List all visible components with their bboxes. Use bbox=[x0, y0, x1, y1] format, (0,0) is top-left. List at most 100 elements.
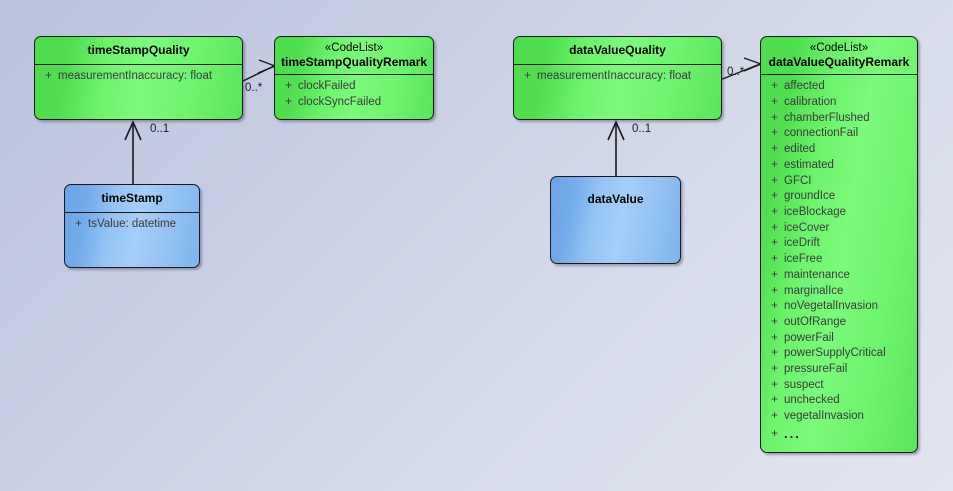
visibility-marker: + bbox=[771, 378, 778, 391]
class-dataValueQualityRemark[interactable]: «CodeList» dataValueQualityRemark +affec… bbox=[760, 36, 918, 453]
class-name-label: timeStampQuality bbox=[87, 43, 190, 57]
arrowhead-datavaluequality-remark bbox=[743, 57, 763, 72]
attribute-label: iceDrift bbox=[784, 237, 820, 250]
attribute-label: iceCover bbox=[784, 221, 830, 234]
attribute-row: + vegetalInvasion bbox=[761, 409, 917, 425]
attributes-compartment-dataValueQualityRemark: +affected+calibration+chamberFlushed+con… bbox=[761, 75, 917, 447]
class-timeStamp[interactable]: timeStamp + tsValue: datetime bbox=[64, 184, 200, 268]
visibility-marker: + bbox=[771, 347, 778, 360]
visibility-marker: + bbox=[771, 300, 778, 313]
class-dataValue[interactable]: dataValue bbox=[550, 176, 681, 264]
visibility-marker: + bbox=[771, 410, 778, 423]
arrowhead-timestampquality-remark bbox=[257, 59, 277, 74]
line-timestampquality-remark bbox=[240, 65, 275, 83]
attribute-label: unchecked bbox=[784, 394, 840, 407]
attribute-row: +edited bbox=[761, 142, 917, 158]
attribute-row: + marginalIce bbox=[761, 284, 917, 300]
visibility-marker: + bbox=[771, 315, 778, 328]
stereotype-label: «CodeList» bbox=[324, 42, 384, 54]
visibility-marker: + bbox=[285, 96, 292, 109]
arrowhead-timestamp-quality bbox=[124, 120, 142, 141]
attribute-row: + groundIce bbox=[761, 189, 917, 205]
class-name-label: dataValue bbox=[587, 192, 644, 206]
attribute-label: measurementInaccuracy: float bbox=[537, 70, 692, 82]
attribute-row: + measurementInaccuracy: float bbox=[35, 69, 242, 85]
class-title-dataValueQuality: dataValueQuality bbox=[514, 37, 721, 64]
attribute-label: measurementInaccuracy: float bbox=[58, 70, 213, 82]
attribute-row: + iceCover bbox=[761, 221, 917, 237]
visibility-marker: + bbox=[771, 96, 778, 109]
visibility-marker: + bbox=[771, 427, 778, 440]
attribute-label: GFCI bbox=[784, 174, 812, 187]
visibility-marker: + bbox=[75, 218, 82, 230]
class-timeStampQuality[interactable]: timeStampQuality + measurementInaccuracy… bbox=[34, 36, 243, 120]
visibility-marker: + bbox=[771, 127, 778, 140]
attribute-row: + tsValue: datetime bbox=[65, 217, 199, 233]
attribute-label: calibration bbox=[784, 96, 837, 109]
attribute-row: +iceFree bbox=[761, 252, 917, 268]
attribute-label: powerSupplyCritical bbox=[784, 347, 886, 360]
attribute-label: vegetalInvasion bbox=[784, 410, 864, 423]
class-timeStampQualityRemark[interactable]: «CodeList» timeStampQualityRemark + cloc… bbox=[274, 36, 434, 120]
class-title-timeStamp: timeStamp bbox=[65, 185, 199, 212]
attribute-row: +connectionFail bbox=[761, 126, 917, 142]
visibility-marker: + bbox=[771, 268, 778, 281]
attribute-row: +... bbox=[761, 425, 917, 443]
stereotype-label: «CodeList» bbox=[809, 42, 869, 54]
attribute-label: tsValue: datetime bbox=[88, 218, 177, 230]
attribute-row: + suspect bbox=[761, 378, 917, 394]
attribute-row: + pressureFail bbox=[761, 362, 917, 378]
attribute-label: clockFailed bbox=[298, 80, 356, 93]
visibility-marker: + bbox=[771, 158, 778, 171]
attribute-label: iceFree bbox=[784, 253, 823, 266]
attributes-compartment-timeStampQuality: + measurementInaccuracy: float bbox=[35, 65, 242, 90]
attribute-row: + maintenance bbox=[761, 268, 917, 284]
class-title-timeStampQuality: timeStampQuality bbox=[35, 37, 242, 64]
multiplicity-timestampquality-remark: 0..* bbox=[245, 82, 263, 94]
class-name-label: dataValueQualityRemark bbox=[768, 55, 910, 70]
visibility-marker: + bbox=[771, 111, 778, 124]
attribute-row: + clockFailed bbox=[275, 79, 433, 95]
attribute-label: suspect bbox=[784, 378, 824, 391]
attribute-label: maintenance bbox=[784, 268, 850, 281]
attribute-row: +estimated bbox=[761, 158, 917, 174]
visibility-marker: + bbox=[771, 221, 778, 234]
attributes-compartment-timeStamp: + tsValue: datetime bbox=[65, 213, 199, 238]
attribute-label: powerFail bbox=[784, 331, 834, 344]
visibility-marker: + bbox=[771, 331, 778, 344]
class-title-timeStampQualityRemark: «CodeList» timeStampQualityRemark bbox=[275, 37, 433, 74]
attribute-row: + measurementInaccuracy: float bbox=[514, 69, 721, 85]
visibility-marker: + bbox=[771, 237, 778, 250]
class-dataValueQuality[interactable]: dataValueQuality + measurementInaccuracy… bbox=[513, 36, 722, 120]
attribute-row: + GFCI bbox=[761, 174, 917, 190]
attribute-row: + unchecked bbox=[761, 393, 917, 409]
attribute-row: +iceBlockage bbox=[761, 205, 917, 221]
attribute-label: groundIce bbox=[784, 190, 836, 203]
multiplicity-datavaluequality-remark: 0..* bbox=[727, 66, 745, 78]
attribute-row: +affected bbox=[761, 79, 917, 95]
compartment-divider bbox=[35, 64, 242, 65]
visibility-marker: + bbox=[771, 174, 778, 187]
attribute-label: marginalIce bbox=[784, 284, 844, 297]
attribute-row: + clockSyncFailed bbox=[275, 95, 433, 111]
attribute-row: + outOfRange bbox=[761, 315, 917, 331]
attribute-label: ... bbox=[784, 425, 801, 441]
visibility-marker: + bbox=[45, 70, 52, 82]
compartment-divider bbox=[761, 74, 917, 76]
visibility-marker: + bbox=[524, 70, 531, 82]
visibility-marker: + bbox=[771, 284, 778, 297]
attribute-row: + iceDrift bbox=[761, 236, 917, 252]
attribute-label: affected bbox=[784, 80, 825, 93]
attribute-row: + powerSupplyCritical bbox=[761, 346, 917, 362]
class-name-label: timeStamp bbox=[101, 191, 163, 205]
visibility-marker: + bbox=[771, 394, 778, 407]
attribute-label: outOfRange bbox=[784, 315, 847, 328]
attribute-label: clockSyncFailed bbox=[298, 96, 382, 109]
attribute-label: pressureFail bbox=[784, 363, 848, 376]
visibility-marker: + bbox=[771, 190, 778, 203]
visibility-marker: + bbox=[771, 363, 778, 376]
attribute-row: + chamberFlushed bbox=[761, 111, 917, 127]
visibility-marker: + bbox=[285, 80, 292, 93]
attribute-label: chamberFlushed bbox=[784, 111, 870, 124]
